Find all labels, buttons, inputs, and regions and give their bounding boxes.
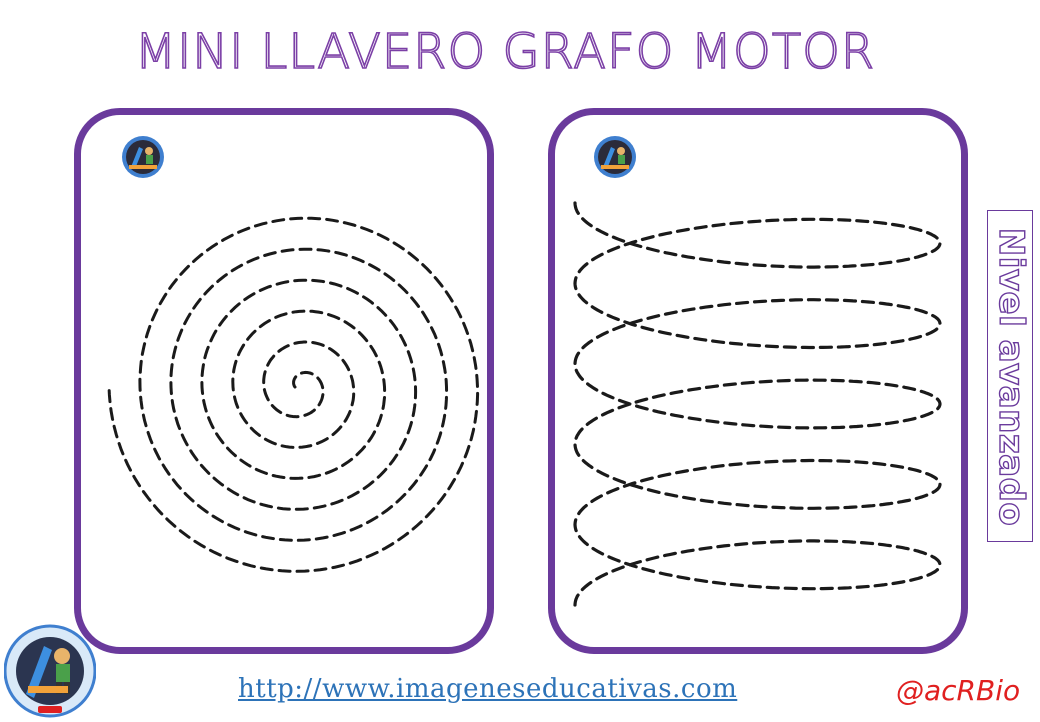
website-link[interactable]: http://www.imageneseducativas.com bbox=[238, 674, 738, 704]
level-badge: Nivel avanzado bbox=[987, 210, 1033, 542]
imageneseducativas-logo-icon bbox=[593, 135, 637, 179]
card-loops bbox=[548, 108, 968, 654]
spiral-trace-pattern bbox=[107, 216, 480, 573]
imageneseducativas-logo-icon bbox=[3, 624, 97, 718]
imageneseducativas-logo-icon bbox=[121, 135, 165, 179]
loop-trace-pattern bbox=[573, 201, 942, 607]
card-spiral bbox=[74, 108, 494, 654]
author-signature: @acRBio bbox=[896, 674, 1021, 707]
worksheet-title: MINI LLAVERO GRAFO MOTOR bbox=[134, 23, 876, 81]
level-label: Nivel avanzado bbox=[990, 227, 1031, 527]
